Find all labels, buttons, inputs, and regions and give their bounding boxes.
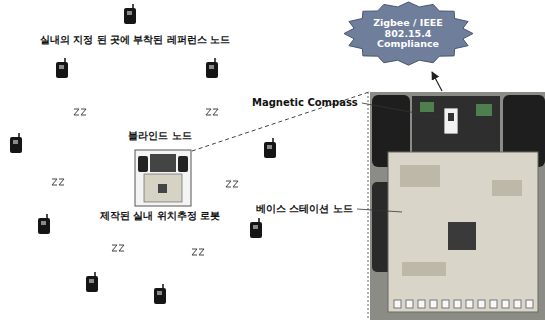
wireless-symbol (52, 179, 64, 185)
device-highlight (59, 65, 64, 69)
pin (514, 300, 521, 308)
wireless-symbol (226, 181, 238, 187)
wireless-symbol (192, 249, 204, 255)
reference-device (264, 138, 276, 158)
device-body (124, 8, 136, 24)
device-highlight (41, 221, 46, 225)
starburst-shape (344, 2, 473, 65)
device-highlight (89, 279, 94, 283)
badge-text: Zigbee / IEEE 802.15.4 Compliance (371, 18, 445, 51)
component (402, 262, 446, 276)
reference-node-label: 실내의 지정 된 곳에 부착된 레퍼런스 노드 (40, 34, 231, 46)
robot-top (150, 154, 176, 172)
robot-caption: 제작된 실내 위치추정 로봇 (100, 210, 220, 222)
device-body (38, 218, 50, 234)
top-board (412, 96, 500, 154)
reference-device (10, 133, 22, 153)
device-body (206, 62, 218, 78)
leader-line (357, 209, 402, 212)
wheel (138, 156, 148, 172)
pin (442, 300, 449, 308)
wireless-symbol (74, 109, 86, 115)
base-board (388, 152, 538, 312)
device-highlight (157, 291, 162, 295)
photo-ground (370, 92, 545, 320)
reference-device (206, 58, 218, 78)
pin (526, 300, 533, 308)
device-body (154, 288, 166, 304)
pin (490, 300, 497, 308)
compass-module (444, 108, 458, 134)
component (420, 102, 434, 112)
device-highlight (209, 65, 214, 69)
wireless-symbol (206, 109, 218, 115)
device-body (56, 62, 68, 78)
chip (448, 222, 476, 250)
pin (394, 300, 401, 308)
device-body (86, 276, 98, 292)
chip (158, 184, 167, 193)
wireless-symbol (112, 245, 124, 251)
wireless-symbols (52, 109, 238, 255)
pin (454, 300, 461, 308)
device-body (264, 142, 276, 158)
pin (502, 300, 509, 308)
pin (430, 300, 437, 308)
reference-devices (10, 4, 276, 304)
component (492, 180, 522, 196)
pin-row (394, 300, 533, 308)
wheel (178, 156, 188, 172)
robot-figure (135, 150, 191, 206)
reference-device (86, 272, 98, 292)
device-body (250, 222, 262, 238)
compass-chip (448, 113, 454, 121)
part-label: 베이스 스테이션 노드 (256, 203, 353, 215)
pin (466, 300, 473, 308)
pin (478, 300, 485, 308)
device-highlight (127, 11, 132, 15)
reference-device (124, 4, 136, 24)
reference-device (38, 214, 50, 234)
component (476, 104, 492, 116)
robot-board (144, 174, 182, 202)
robot-frame (135, 150, 191, 206)
component (400, 165, 440, 187)
device-highlight (253, 225, 258, 229)
reference-device (154, 284, 166, 304)
robot-photo (370, 92, 545, 320)
reference-device (250, 218, 262, 238)
device-highlight (13, 140, 18, 144)
pointer-arrow (432, 72, 442, 91)
pin (406, 300, 413, 308)
leader-line (362, 103, 443, 118)
photo-frame (368, 92, 369, 320)
blind-node-label: 블라인드 노드 (128, 130, 191, 142)
device-body (10, 137, 22, 153)
part-label: Magnetic Compass (252, 97, 358, 109)
leader-lines (357, 103, 443, 212)
reference-device (56, 58, 68, 78)
zoom-line (192, 92, 369, 151)
device-highlight (267, 145, 272, 149)
pin (418, 300, 425, 308)
starburst-badge: Zigbee / IEEE 802.15.4 Compliance (343, 1, 474, 66)
